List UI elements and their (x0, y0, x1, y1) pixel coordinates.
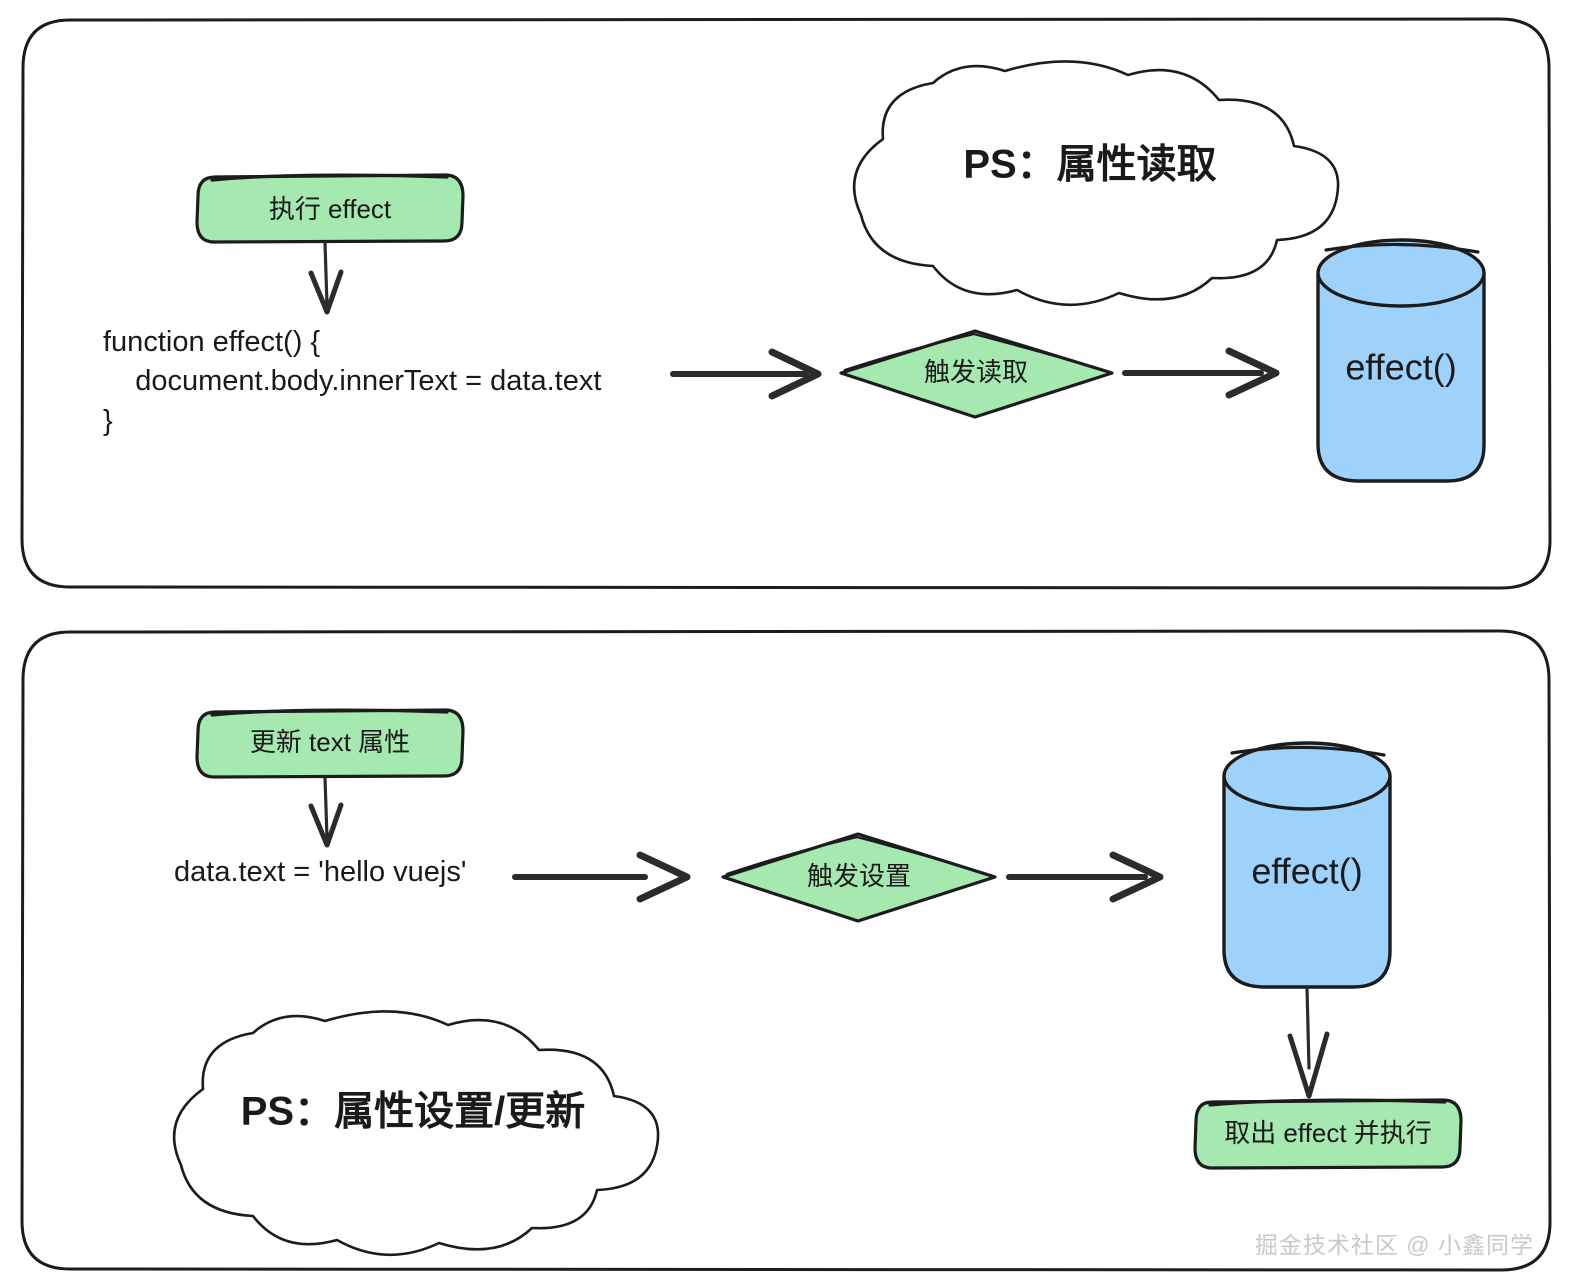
update-box-sketch-overlay (210, 708, 449, 717)
code-line-3: } (103, 405, 113, 437)
cylinder-body (1222, 775, 1392, 989)
code-block-assignment: data.text = 'hello vuejs' (174, 856, 466, 888)
arrow-head (1287, 1031, 1330, 1099)
cloud-shape (852, 60, 1340, 307)
result-box-sketch-overlay (1208, 1098, 1447, 1107)
store-cylinder-effect: effect() (1316, 238, 1486, 483)
arrow-head (1109, 851, 1164, 903)
start-box-label: 执行 effect (269, 194, 392, 224)
code-block-effect-function: function effect() { document.body.innerT… (103, 326, 601, 437)
cylinder-body (1316, 272, 1486, 483)
decision-trigger-set: 触发设置 (721, 832, 997, 923)
arrow-shaft (323, 776, 329, 840)
arrow-head (308, 269, 344, 315)
arrow-update-to-code (308, 776, 344, 848)
watermark-credit: 掘金技术社区 @ 小鑫同学 (1254, 1232, 1534, 1258)
start-box-sketch-overlay (210, 173, 449, 182)
decision-trigger-read: 触发读取 (839, 329, 1114, 419)
update-box-shape (195, 708, 465, 779)
cylinder-label: effect() (1251, 851, 1362, 892)
panel-write-border (20, 629, 1552, 1272)
arrow-code-to-decision (670, 348, 822, 400)
cylinder-top-ellipse (1316, 238, 1486, 308)
panel-read: 执行 effect function effect() { document.b… (20, 17, 1552, 590)
result-box-label: 取出 effect 并执行 (1224, 1118, 1432, 1148)
arrow-shaft (1305, 986, 1311, 1070)
arrow-store-to-result (1287, 986, 1330, 1099)
arrow-code-to-decision (512, 851, 691, 903)
code-line-1: function effect() { (103, 326, 320, 358)
start-box-execute-effect: 执行 effect (195, 173, 465, 244)
decision-sketch-overlay (725, 835, 995, 878)
arrow-head (636, 851, 691, 903)
arrow-head (768, 348, 822, 400)
cloud-shape (172, 1010, 660, 1257)
decision-label: 触发设置 (807, 861, 911, 891)
start-box-shape (195, 173, 465, 244)
store-cylinder-effect: effect() (1222, 741, 1392, 989)
update-box-text-property: 更新 text 属性 (195, 708, 465, 779)
result-box-extract-effect: 取出 effect 并执行 (1193, 1098, 1463, 1170)
cloud-label: PS：属性读取 (963, 143, 1216, 187)
panel-read-border (20, 17, 1552, 590)
arrow-head (1225, 347, 1280, 399)
code-line-2: document.body.innerText = data.text (103, 365, 601, 397)
cylinder-sketch-overlay (1230, 745, 1386, 757)
cylinder-sketch-overlay (1324, 242, 1480, 254)
cloud-label: PS：属性设置/更新 (241, 1090, 585, 1134)
arrow-start-to-code (308, 241, 344, 315)
arrow-head (308, 802, 344, 848)
cloud-note-property-set: PS：属性设置/更新 (172, 1010, 660, 1257)
update-box-label: 更新 text 属性 (250, 727, 410, 757)
result-box-shape (1193, 1098, 1463, 1170)
code-line-1: data.text = 'hello vuejs' (174, 856, 466, 888)
cylinder-label: effect() (1345, 347, 1456, 388)
cloud-note-property-read: PS：属性读取 (852, 60, 1340, 307)
decision-label: 触发读取 (924, 357, 1028, 387)
panel-write: 更新 text 属性 data.text = 'hello vuejs' 触发设… (20, 629, 1552, 1272)
cylinder-top-ellipse (1222, 741, 1392, 811)
arrow-decision-to-store (1006, 851, 1164, 903)
decision-sketch-overlay (843, 332, 1112, 374)
arrow-decision-to-store (1122, 347, 1280, 399)
arrow-shaft (323, 241, 329, 307)
